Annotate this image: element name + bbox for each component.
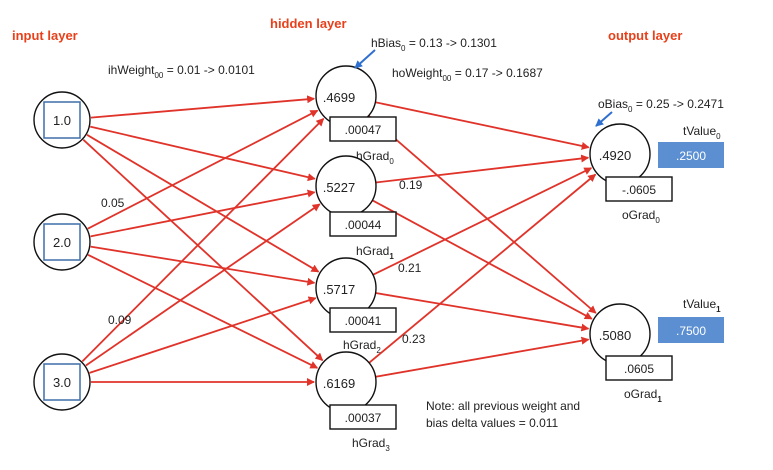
- hidden-grad-value: .00047: [345, 123, 382, 137]
- ih-weight-arrow-1-2: [90, 245, 316, 286]
- hidden-node-value: .6169: [323, 376, 356, 391]
- ih-weight-arrow-1-0: [87, 109, 319, 230]
- ih-weight-annotation: ihWeight00 = 0.01 -> 0.0101: [108, 63, 255, 80]
- hidden-node-2: .5717 .00041 hGrad2: [315, 257, 397, 355]
- hidden-node-value: .5717: [323, 282, 356, 297]
- output-grad-label: oGrad0: [622, 208, 660, 225]
- input-node-box: [43, 363, 81, 401]
- output-grad-value: -.0605: [622, 183, 656, 197]
- output-node-1: .5080 .0605 oGrad1 tValue1 .7500: [589, 297, 724, 404]
- hidden-grad-label: hGrad0: [356, 149, 394, 166]
- output-grad-label: oGrad1: [624, 387, 662, 404]
- ho-weight-arrow-1-1: [371, 199, 593, 320]
- target-value-box: [658, 317, 724, 343]
- connection-arrows: [81, 95, 597, 386]
- input-node-2: 3.0: [33, 353, 91, 411]
- target-value: .2500: [676, 149, 706, 163]
- ih-weight-arrow-2-1: [85, 203, 321, 367]
- hidden-grad-box: [329, 307, 397, 333]
- ih-weight-arrow-1-1: [90, 189, 316, 238]
- target-value-box: [658, 142, 724, 168]
- output-layer-title: output layer: [608, 28, 682, 43]
- h-bias-annotation: hBias0 = 0.13 -> 0.1301: [371, 36, 497, 53]
- ih-weight-arrow-0-1: [89, 125, 316, 182]
- hidden-node-value: .4699: [323, 90, 356, 105]
- input-node-value: 2.0: [53, 235, 71, 250]
- output-node-value: .5080: [599, 328, 632, 343]
- ho-weight-arrow-1-0: [375, 154, 590, 184]
- hidden-grad-box: [329, 116, 397, 142]
- hidden-grad-label: hGrad1: [356, 244, 394, 261]
- ho-weight-arrow-0-1: [368, 115, 597, 314]
- target-label: tValue0: [683, 124, 721, 141]
- input-node-box: [43, 223, 81, 261]
- ih-weight-arrow-1-3: [87, 253, 319, 369]
- input-layer-title: input layer: [12, 28, 78, 43]
- ho-weight-arrow-3-0: [368, 173, 597, 364]
- input-node-0: 1.0: [33, 91, 91, 149]
- ho-weight-arrow-2-1: [375, 292, 590, 332]
- output-grad-box: [605, 176, 673, 202]
- weight-label: 0.09: [108, 313, 132, 327]
- hidden-node-1: .5227 .00044 hGrad1: [315, 155, 397, 261]
- h-bias-pointer-arrow: [354, 49, 376, 69]
- ih-weight-arrow-2-2: [89, 296, 317, 374]
- note-line-1: Note: all previous weight and: [426, 399, 580, 413]
- hidden-grad-label: hGrad2: [343, 338, 381, 355]
- ho-weight-arrow-2-0: [372, 167, 593, 276]
- hidden-node-value: .5227: [323, 180, 356, 195]
- input-node-value: 3.0: [53, 375, 71, 390]
- hidden-grad-box: [329, 404, 397, 430]
- ho-weight-annotation: hoWeight00 = 0.17 -> 0.1687: [392, 66, 543, 83]
- note-line-2: bias delta values = 0.011: [426, 416, 559, 430]
- ho-weight-arrow-0-0: [375, 101, 590, 150]
- ih-weight-arrow-0-0: [90, 95, 316, 119]
- o-bias-pointer-arrow: [595, 111, 613, 127]
- output-grad-box: [605, 355, 673, 381]
- hidden-layer-title: hidden layer: [270, 16, 347, 31]
- weight-label: 0.05: [101, 196, 125, 210]
- weight-label: 0.23: [402, 332, 426, 346]
- o-bias-annotation: oBias0 = 0.25 -> 0.2471: [598, 97, 724, 114]
- hidden-node-3: .6169 .00037 hGrad3: [315, 351, 397, 453]
- hidden-grad-value: .00044: [345, 218, 382, 232]
- ih-weight-arrow-0-2: [86, 134, 320, 273]
- target-value: .7500: [676, 324, 706, 338]
- hidden-grad-value: .00037: [345, 411, 382, 425]
- weight-label: 0.21: [398, 261, 422, 275]
- target-label: tValue1: [683, 297, 721, 314]
- ih-weight-arrow-0-3: [82, 139, 324, 361]
- ho-weight-arrow-3-1: [375, 336, 590, 378]
- hidden-grad-label: hGrad3: [352, 436, 390, 453]
- input-node-box: [43, 101, 81, 139]
- output-node-value: .4920: [599, 148, 632, 163]
- weight-label: 0.19: [399, 178, 423, 192]
- input-node-1: 2.0: [33, 213, 91, 271]
- hidden-grad-box: [329, 211, 397, 237]
- input-node-value: 1.0: [53, 113, 71, 128]
- output-node-0: .4920 -.0605 oGrad0 tValue0 .2500: [589, 123, 724, 225]
- output-grad-value: .0605: [624, 362, 654, 376]
- hidden-node-0: .4699 .00047 hGrad0: [315, 65, 397, 166]
- hidden-grad-value: .00041: [345, 314, 382, 328]
- ih-weight-arrow-2-0: [81, 117, 325, 363]
